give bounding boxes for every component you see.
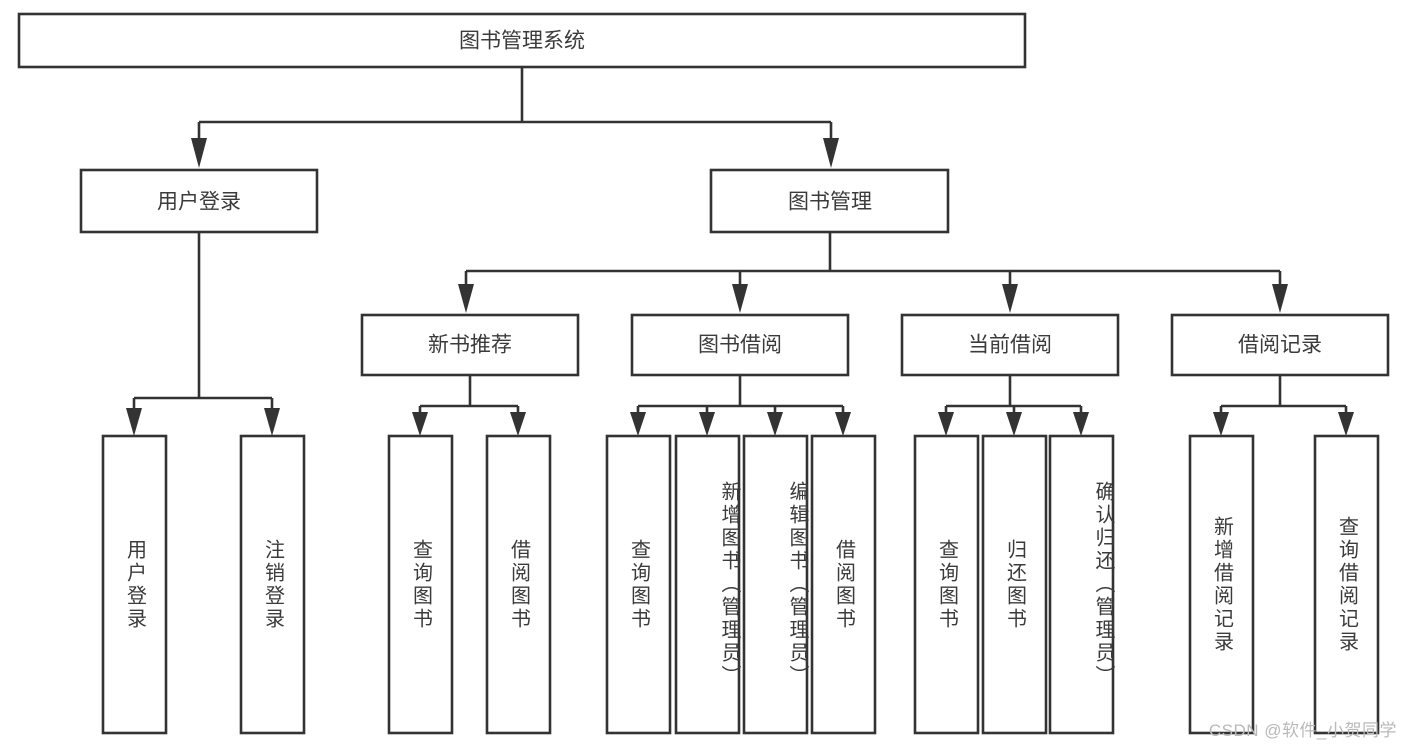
node-root[interactable]: 图书管理系统: [17, 12, 1027, 69]
node-root-label: 图书管理系统: [459, 30, 585, 53]
arrow-to-book-management: [823, 138, 839, 168]
arrow-to-borrow-record: [1272, 284, 1288, 313]
arrow-to-leaf-query-book-3: [938, 412, 954, 436]
node-borrow-record-label: 借阅记录: [1238, 334, 1322, 357]
arrow-to-leaf-return-book: [1006, 412, 1022, 436]
connector-book-management-to-level3: [458, 232, 1288, 313]
node-new-book-recommend[interactable]: 新书推荐: [360, 313, 580, 377]
arrow-to-new-book-recommend: [458, 284, 474, 313]
arrow-to-user-login: [191, 138, 207, 168]
node-new-book-recommend-label: 新书推荐: [428, 334, 512, 357]
node-user-login-box: [79, 168, 319, 234]
node-book-borrow-label: 图书借阅: [698, 334, 782, 357]
arrow-to-current-borrow: [1002, 284, 1018, 313]
watermark-text: CSDN @软件_小贺同学: [1208, 721, 1397, 740]
leaf-box-query-book-2[interactable]: [605, 434, 672, 735]
node-book-management[interactable]: 图书管理: [709, 168, 950, 234]
arrow-to-leaf-edit-book: [767, 412, 783, 436]
leaf-box-add-record[interactable]: [1188, 434, 1255, 735]
arrow-to-leaf-add-record: [1213, 412, 1229, 436]
connector-current-borrow-to-leaves: [938, 375, 1089, 436]
arrow-to-book-borrow: [732, 284, 748, 313]
connector-root-to-level2: [191, 67, 839, 168]
node-root-box: [17, 12, 1027, 69]
node-book-borrow[interactable]: 图书借阅: [630, 313, 850, 377]
leaf-box-borrow-book-1[interactable]: [485, 434, 552, 735]
arrow-to-leaf-query-record: [1338, 412, 1354, 436]
connector-new-book-recommend-to-leaves: [412, 375, 526, 436]
connector-user-login-to-leaves: [126, 232, 280, 436]
leaf-box-edit-book[interactable]: [742, 434, 809, 735]
arrow-to-leaf-logout-login: [264, 408, 280, 436]
arrow-to-leaf-borrow-book-1: [510, 412, 526, 436]
leaf-box-query-record[interactable]: [1313, 434, 1380, 735]
leaf-box-logout-login[interactable]: [239, 434, 306, 735]
node-user-login[interactable]: 用户登录: [79, 168, 319, 234]
leaf-box-user-login[interactable]: [101, 434, 168, 735]
leaf-box-borrow-book-2[interactable]: [810, 434, 877, 735]
connector-book-borrow-to-leaves: [630, 375, 851, 436]
arrow-to-leaf-add-book: [699, 412, 715, 436]
arrow-to-leaf-confirm-return: [1073, 412, 1089, 436]
arrow-to-leaf-query-book-2: [630, 412, 646, 436]
leaf-box-confirm-return[interactable]: [1048, 434, 1115, 735]
leaf-box-add-book[interactable]: [674, 434, 741, 735]
node-book-management-label: 图书管理: [788, 191, 872, 214]
node-new-book-recommend-box: [360, 313, 580, 377]
node-current-borrow[interactable]: 当前借阅: [900, 313, 1120, 377]
node-current-borrow-box: [900, 313, 1120, 377]
node-current-borrow-label: 当前借阅: [968, 334, 1052, 357]
node-user-login-label: 用户登录: [157, 191, 241, 214]
arrow-to-leaf-query-book-1: [412, 412, 428, 436]
arrow-to-leaf-borrow-book-2: [835, 412, 851, 436]
node-borrow-record[interactable]: 借阅记录: [1170, 313, 1390, 377]
arrow-to-leaf-user-login: [126, 408, 142, 436]
leaf-box-return-book[interactable]: [981, 434, 1048, 735]
leaf-box-query-book-1[interactable]: [387, 434, 454, 735]
connector-borrow-record-to-leaves: [1213, 375, 1354, 436]
leaf-box-query-book-3[interactable]: [913, 434, 980, 735]
